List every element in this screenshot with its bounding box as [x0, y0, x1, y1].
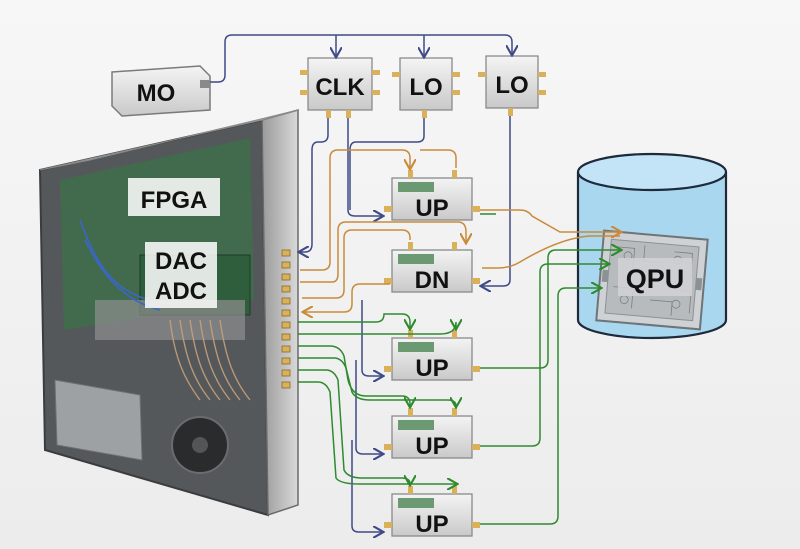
- lo-label-1: LO: [409, 74, 442, 101]
- qpu-label-backdrop: [618, 258, 692, 296]
- up-module-4: [384, 486, 480, 537]
- mo-module: [111, 65, 211, 117]
- lo-lines: [349, 116, 511, 532]
- computer-tower-icon: [38, 109, 299, 517]
- up-module-1: [384, 170, 480, 221]
- clock-lines: [300, 118, 382, 252]
- reference-lines: [210, 34, 512, 83]
- up-label-3: UP: [415, 433, 448, 460]
- up-label-1: UP: [415, 195, 448, 222]
- clk-label: CLK: [315, 74, 365, 101]
- dn-module: [384, 242, 480, 293]
- lo-module-2: [478, 55, 546, 116]
- up-module-3: [384, 408, 480, 459]
- dac-adc-label-backdrop: [145, 242, 217, 308]
- adc-label: ADC: [155, 278, 207, 305]
- qpu-label: QPU: [626, 264, 685, 294]
- clk-module: [300, 57, 380, 118]
- readout-lines: [300, 149, 620, 312]
- fpga-label: FPGA: [141, 187, 208, 214]
- fpga-label-backdrop: [128, 178, 220, 216]
- up-label-2: UP: [415, 355, 448, 382]
- lo-label-2: LO: [495, 72, 528, 99]
- mo-label: MO: [137, 80, 176, 107]
- control-lines: [298, 213, 620, 525]
- dn-label: DN: [415, 267, 450, 294]
- up-label-4: UP: [415, 511, 448, 538]
- lo-module-1: [392, 57, 460, 118]
- dac-label: DAC: [155, 248, 207, 275]
